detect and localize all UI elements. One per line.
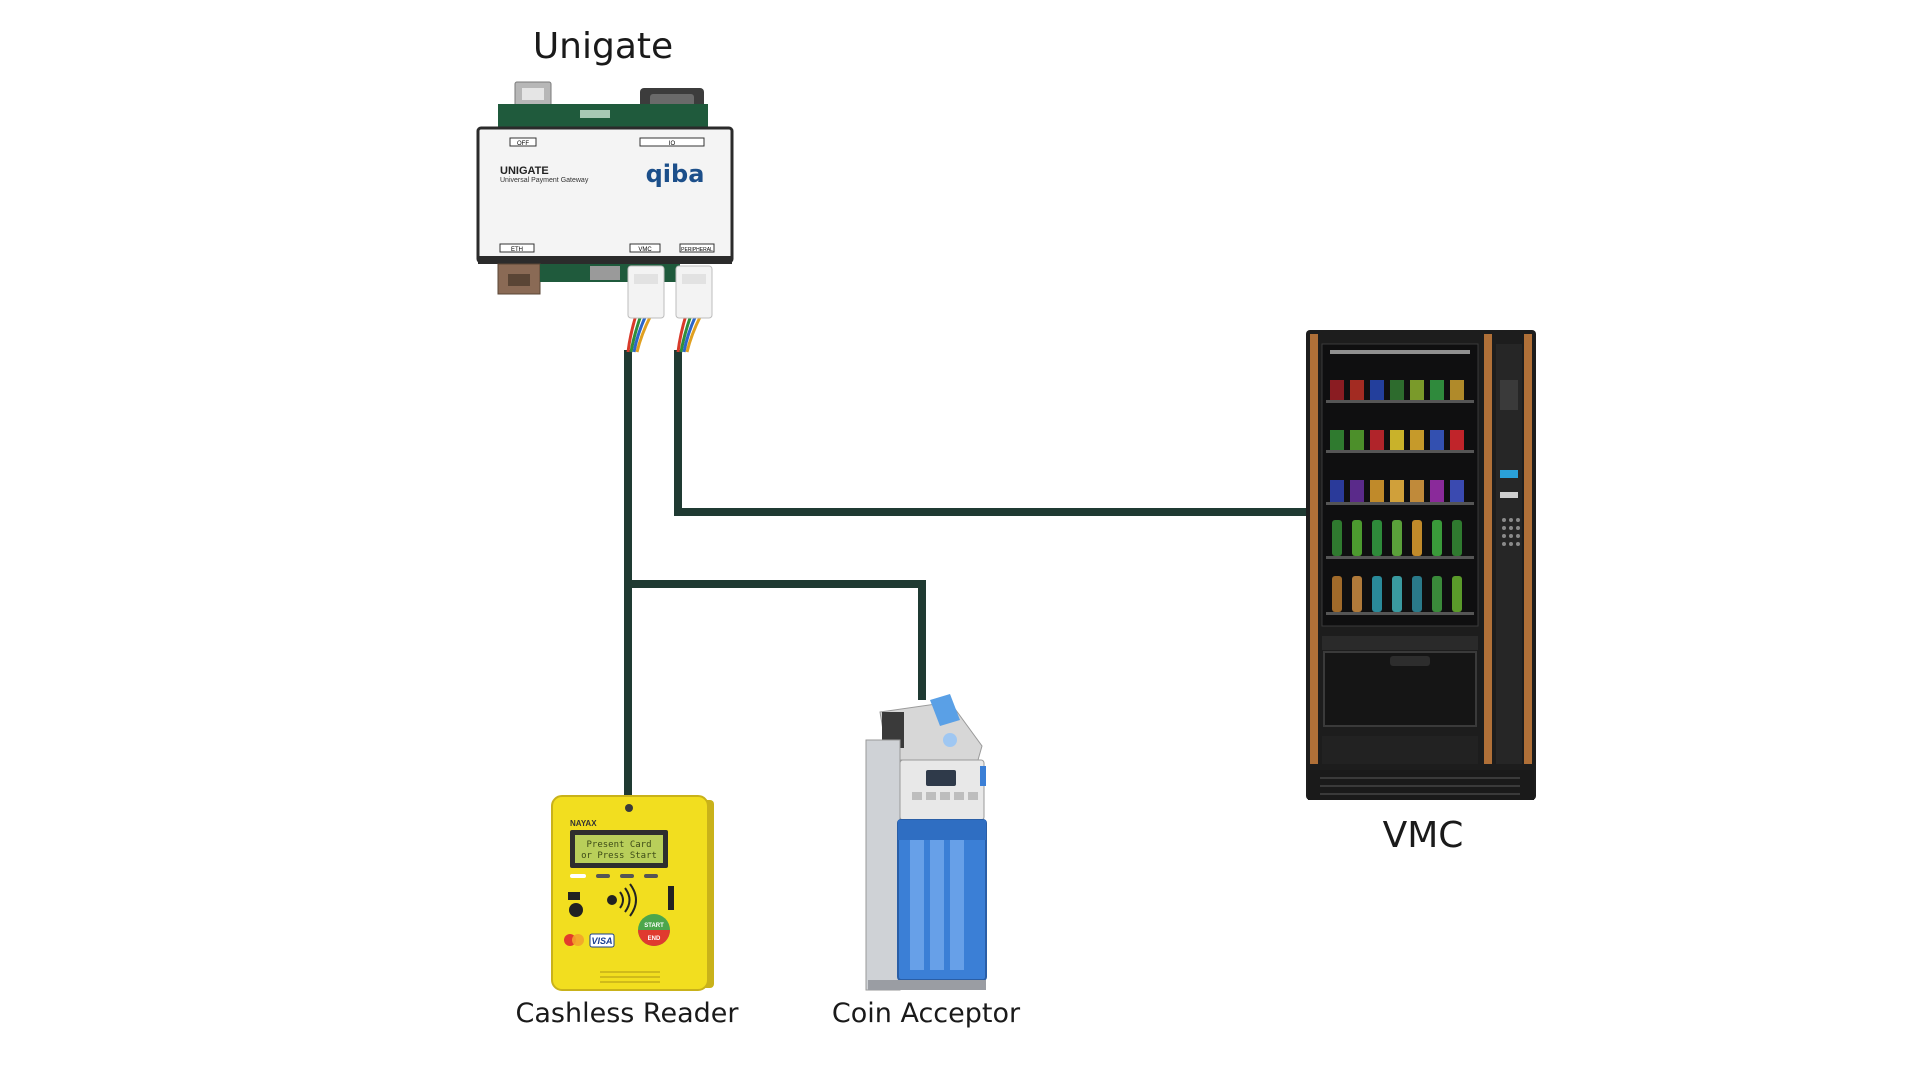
- cashless-reader-device: NAYAX Present Card or Press Start START …: [551, 795, 714, 991]
- unigate-device: OFF IO UNIGATE Universal Payment Gateway…: [476, 81, 734, 319]
- cable-connector-icon: [675, 265, 713, 319]
- vending-machine-icon: [1306, 330, 1536, 800]
- start-label: START: [644, 923, 664, 929]
- cable-connector-icon: [627, 265, 665, 319]
- vmc-card-slot: [1500, 470, 1518, 478]
- unigate-housing: [476, 126, 734, 264]
- visa-logo: VISA: [591, 936, 612, 946]
- screen-line-2: or Press Start: [581, 851, 657, 861]
- vmc-label: VMC: [1382, 815, 1464, 856]
- unigate-brand-title: UNIGATE: [500, 165, 549, 177]
- ethernet-port-icon: [497, 263, 541, 295]
- coin-acceptor-label: Coin Acceptor: [831, 998, 1021, 1029]
- vmc-control-panel: [1496, 344, 1522, 764]
- unigate-label: Unigate: [532, 26, 674, 67]
- contactless-icon: [607, 883, 637, 917]
- port-label-off: OFF: [517, 141, 529, 147]
- coin-display-panel: [899, 759, 985, 821]
- vmc-keypad: [1502, 518, 1520, 546]
- port-label-vmc: VMC: [638, 247, 652, 253]
- cable-unigate-to-vmc: [674, 350, 1310, 516]
- vmc-shelves: [1326, 380, 1474, 615]
- wire-tails: [626, 314, 703, 353]
- unigate-brand-subtitle: Universal Payment Gateway: [500, 177, 589, 184]
- coin-acceptor-device: [865, 694, 987, 991]
- end-label: END: [648, 936, 661, 942]
- nayax-logo: NAYAX: [570, 819, 597, 828]
- hand-card-icon: [568, 892, 583, 917]
- card-slot-icon: [668, 886, 674, 910]
- port-label-io: IO: [669, 141, 676, 147]
- qiba-logo: qiba: [646, 160, 705, 188]
- coin-chassis: [865, 739, 901, 991]
- cables: [624, 350, 1310, 796]
- cable-branch-to-coin: [628, 580, 926, 700]
- mastercard-icon: [564, 934, 584, 946]
- cashless-reader-label: Cashless Reader: [515, 998, 739, 1029]
- port-label-eth: ETH: [511, 247, 523, 253]
- screen-line-1: Present Card: [586, 840, 651, 850]
- port-label-peripheral: PERIPHERAL: [681, 247, 713, 253]
